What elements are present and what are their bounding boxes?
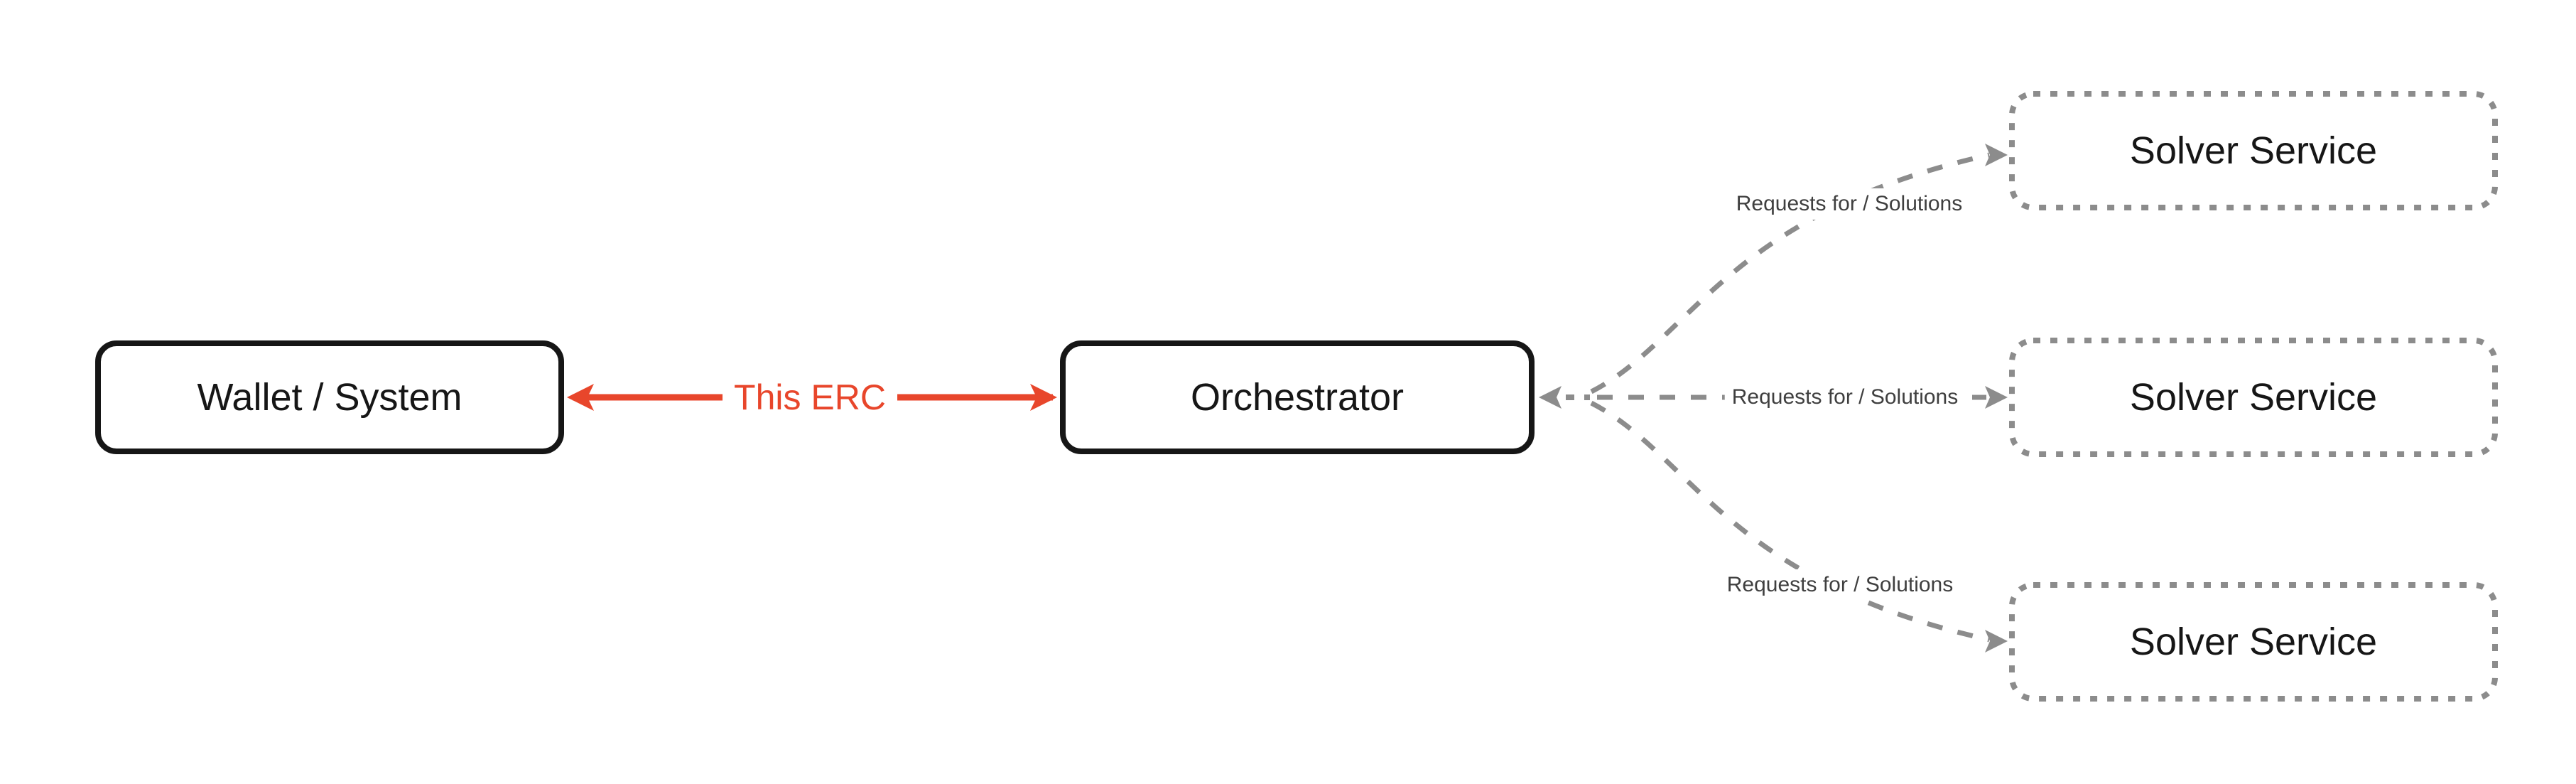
- node-solver-service-middle: Solver Service: [2012, 340, 2495, 454]
- this-erc-arrowhead-left-icon: [567, 384, 594, 411]
- solver-box-bottom-outline: [2009, 582, 2498, 702]
- solver-box-middle-outline: [2009, 338, 2498, 457]
- solver-top-arrowhead-icon: [1985, 144, 2008, 166]
- requests-edge-middle-label: Requests for / Solutions: [1724, 382, 1966, 413]
- solver-box-top-outline: [2009, 91, 2498, 210]
- node-wallet-system: Wallet / System: [95, 340, 564, 454]
- node-orchestrator: Orchestrator: [1060, 340, 1535, 454]
- solver-bottom-arrowhead-icon: [1985, 630, 2008, 653]
- orchestrator-arrowhead-left-icon: [1539, 386, 1562, 409]
- node-solver-service-bottom: Solver Service: [2012, 585, 2495, 699]
- node-solver-service-middle-label: Solver Service: [2129, 376, 2378, 419]
- node-solver-service-top: Solver Service: [2012, 94, 2495, 208]
- node-solver-service-top-label: Solver Service: [2129, 129, 2378, 172]
- this-erc-edge-label: This ERC: [723, 376, 897, 419]
- node-solver-service-bottom-label: Solver Service: [2129, 621, 2378, 663]
- node-orchestrator-label: Orchestrator: [1190, 376, 1405, 419]
- node-wallet-system-label: Wallet / System: [197, 376, 462, 419]
- requests-edge-bottom: [1590, 400, 1990, 643]
- this-erc-arrowhead-right-icon: [1030, 384, 1057, 411]
- solver-middle-arrowhead-icon: [1985, 386, 2008, 409]
- requests-edge-bottom-label: Requests for / Solutions: [1719, 569, 1961, 601]
- requests-edge-top-label: Requests for / Solutions: [1728, 188, 1970, 220]
